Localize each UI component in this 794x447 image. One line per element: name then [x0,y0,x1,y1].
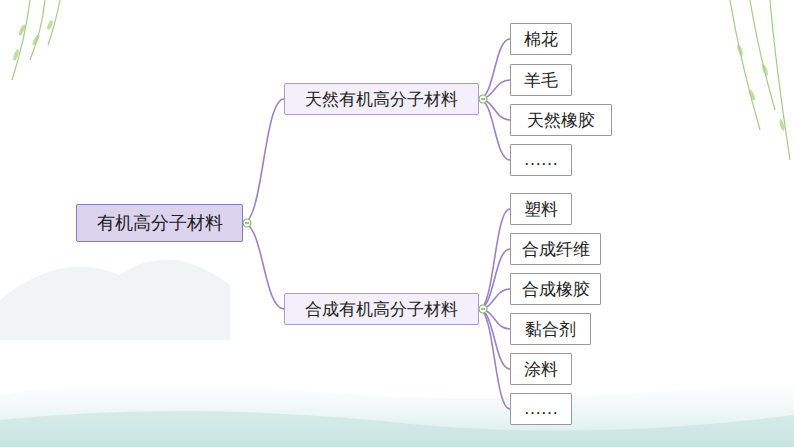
topic-label: 涂料 [524,358,558,381]
collapse-toggle [479,305,487,313]
leaf-topic: 棉花 [510,23,572,55]
topic-label: 有机高分子材料 [97,211,223,235]
leaf-topic: …… [510,393,572,425]
topic-label: 合成纤维 [522,238,590,261]
leaf-topic: 天然橡胶 [510,104,612,136]
topic-label: 天然有机高分子材料 [305,88,458,111]
branch-connector [479,39,510,99]
leaf-topic: 黏合剂 [510,313,591,345]
topic-label: …… [524,150,558,170]
leaf-topic: 羊毛 [510,64,572,96]
leaf-topic: 涂料 [510,353,572,385]
topic-label: 棉花 [524,28,558,51]
topic-label: 合成有机高分子材料 [305,298,458,321]
topic-label: 羊毛 [524,69,558,92]
leaf-topic: 合成橡胶 [510,273,601,305]
topic-label: 塑料 [524,198,558,221]
leaf-topic: …… [510,144,572,176]
branch-connector [479,249,510,309]
topic-label: 天然橡胶 [527,109,595,132]
leaf-topic: 合成纤维 [510,233,601,265]
collapse-toggle [479,95,487,103]
topic-label: 黏合剂 [525,318,576,341]
topic-label: 合成橡胶 [522,278,590,301]
leaf-topic: 塑料 [510,193,572,225]
branch-connector [479,309,510,409]
topic-label: …… [524,399,558,419]
root-topic: 有机高分子材料 [76,204,243,242]
branch-connector [479,99,510,160]
branch-connector [243,99,284,223]
collapse-toggle [243,219,251,227]
branch-connector [243,223,284,309]
branch-topic: 合成有机高分子材料 [284,293,479,325]
branch-connector [479,209,510,309]
branch-topic: 天然有机高分子材料 [284,83,479,115]
